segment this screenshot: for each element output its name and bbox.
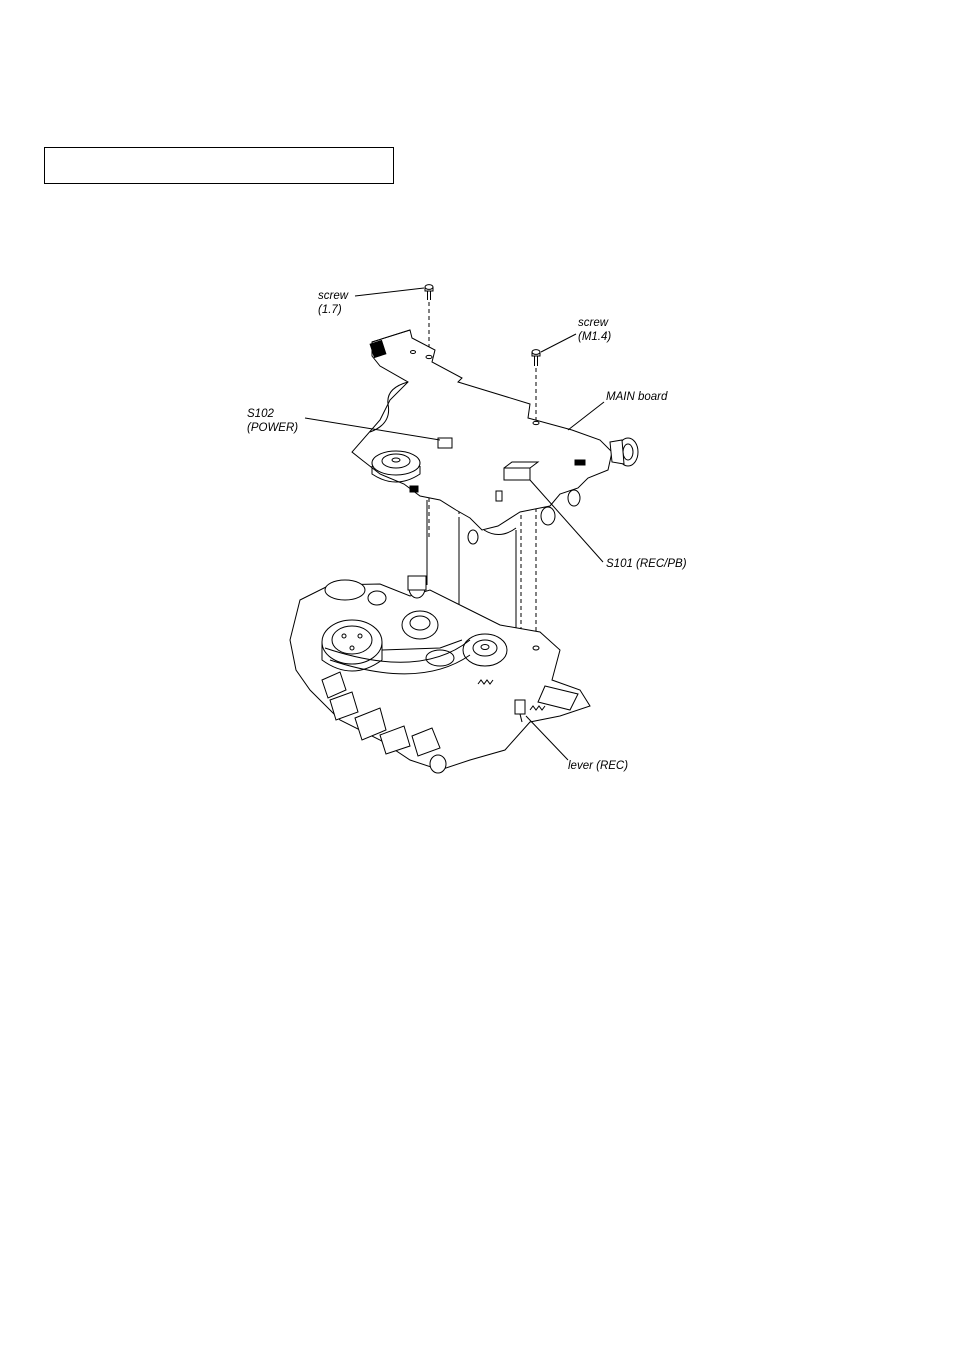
label-s102-line1: S102	[247, 408, 274, 420]
rec-lever	[514, 685, 579, 723]
title-box	[44, 147, 394, 184]
screw-left	[424, 284, 434, 300]
leader-lines	[304, 287, 605, 761]
label-screw-left-line2: (1.7)	[318, 304, 342, 316]
main-board	[351, 329, 639, 545]
label-main-board: MAIN board	[606, 391, 668, 403]
label-screw-right-line2: (M1.4)	[578, 331, 611, 343]
jack-connector	[609, 437, 639, 467]
label-screw-left-line1: screw	[318, 290, 349, 302]
screw-right	[531, 349, 541, 366]
mechanism-deck	[289, 575, 591, 774]
label-s101: S101 (REC/PB)	[606, 558, 687, 570]
label-screw-right-line1: screw	[578, 317, 609, 329]
label-s102-line2: (POWER)	[247, 422, 298, 434]
label-lever-rec: lever (REC)	[568, 760, 628, 772]
deck-buttons	[321, 671, 447, 774]
